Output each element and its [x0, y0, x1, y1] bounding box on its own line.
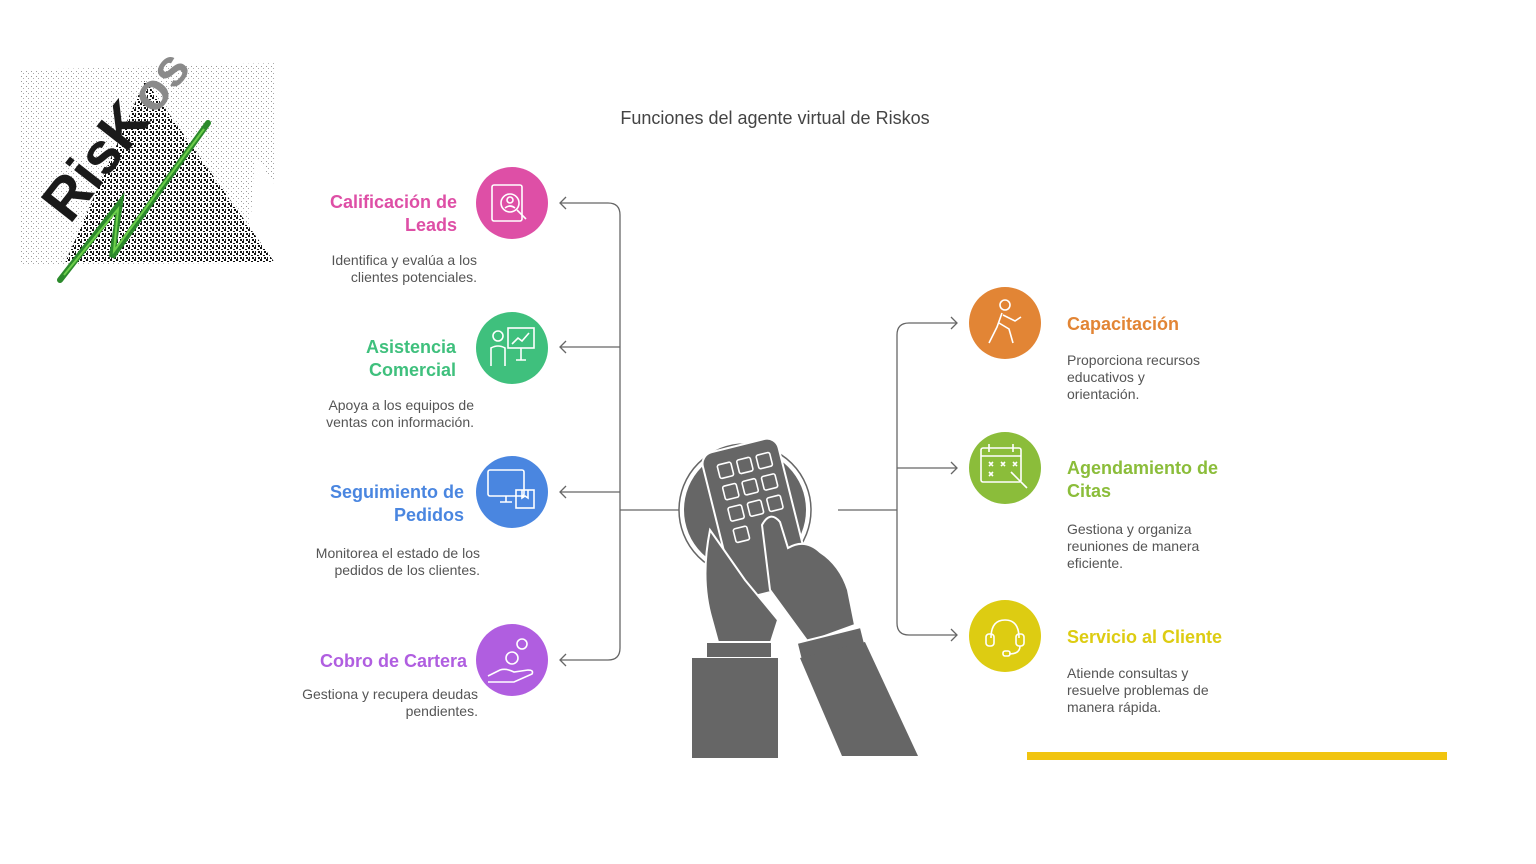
feature-debt-collection-title: Cobro de Cartera	[300, 650, 467, 673]
monitor-package-icon	[476, 456, 548, 528]
riskos-logo: RisK os	[20, 25, 280, 287]
feature-sales-assistance-desc: Apoya a los equipos de ventas con inform…	[300, 397, 474, 431]
feature-title: Seguimiento de Pedidos	[329, 482, 464, 525]
feature-title: Servicio al Cliente	[1067, 627, 1223, 647]
feature-desc: Proporciona recursos educativos y orient…	[1067, 352, 1201, 402]
hands-calculator-icon	[670, 430, 920, 760]
lead-search-icon	[476, 167, 548, 239]
presentation-icon	[476, 312, 548, 384]
feature-scheduling-desc: Gestiona y organiza reuniones de manera …	[1067, 521, 1217, 572]
feature-order-tracking-desc: Monitorea el estado de los pedidos de lo…	[300, 545, 480, 579]
hand-coins-icon	[476, 624, 548, 696]
feature-scheduling-title: Agendamiento de Citas	[1067, 457, 1237, 503]
feature-title: Capacitación	[1067, 314, 1180, 334]
feature-desc: Gestiona y organiza reuniones de manera …	[1067, 521, 1200, 571]
feature-customer-service-desc: Atiende consultas y resuelve problemas d…	[1067, 665, 1227, 716]
accent-bar	[1027, 752, 1447, 760]
headset-icon	[969, 600, 1041, 672]
page-title: Funciones del agente virtual de Riskos	[620, 108, 930, 128]
feature-debt-collection-desc: Gestiona y recupera deudas pendientes.	[300, 686, 478, 720]
feature-customer-service-title: Servicio al Cliente	[1067, 626, 1267, 649]
person-training-icon	[969, 287, 1041, 359]
feature-desc: Gestiona y recupera deudas pendientes.	[302, 686, 478, 719]
feature-training-title: Capacitación	[1067, 313, 1287, 336]
feature-training-desc: Proporciona recursos educativos y orient…	[1067, 352, 1217, 403]
calendar-icon	[969, 432, 1041, 504]
feature-lead-qualification-title: Calificación de Leads	[300, 191, 457, 237]
feature-desc: Atiende consultas y resuelve problemas d…	[1067, 665, 1209, 715]
feature-title: Asistencia Comercial	[365, 337, 456, 380]
feature-title: Agendamiento de Citas	[1067, 458, 1219, 501]
feature-desc: Monitorea el estado de los pedidos de lo…	[315, 545, 480, 578]
feature-sales-assistance-title: Asistencia Comercial	[300, 336, 456, 382]
feature-title: Calificación de Leads	[329, 192, 457, 235]
feature-desc: Apoya a los equipos de ventas con inform…	[326, 397, 474, 430]
feature-lead-qualification-desc: Identifica y evalúa a los clientes poten…	[300, 252, 477, 286]
feature-desc: Identifica y evalúa a los clientes poten…	[331, 252, 477, 285]
feature-title: Cobro de Cartera	[319, 651, 467, 671]
feature-order-tracking-title: Seguimiento de Pedidos	[300, 481, 464, 527]
